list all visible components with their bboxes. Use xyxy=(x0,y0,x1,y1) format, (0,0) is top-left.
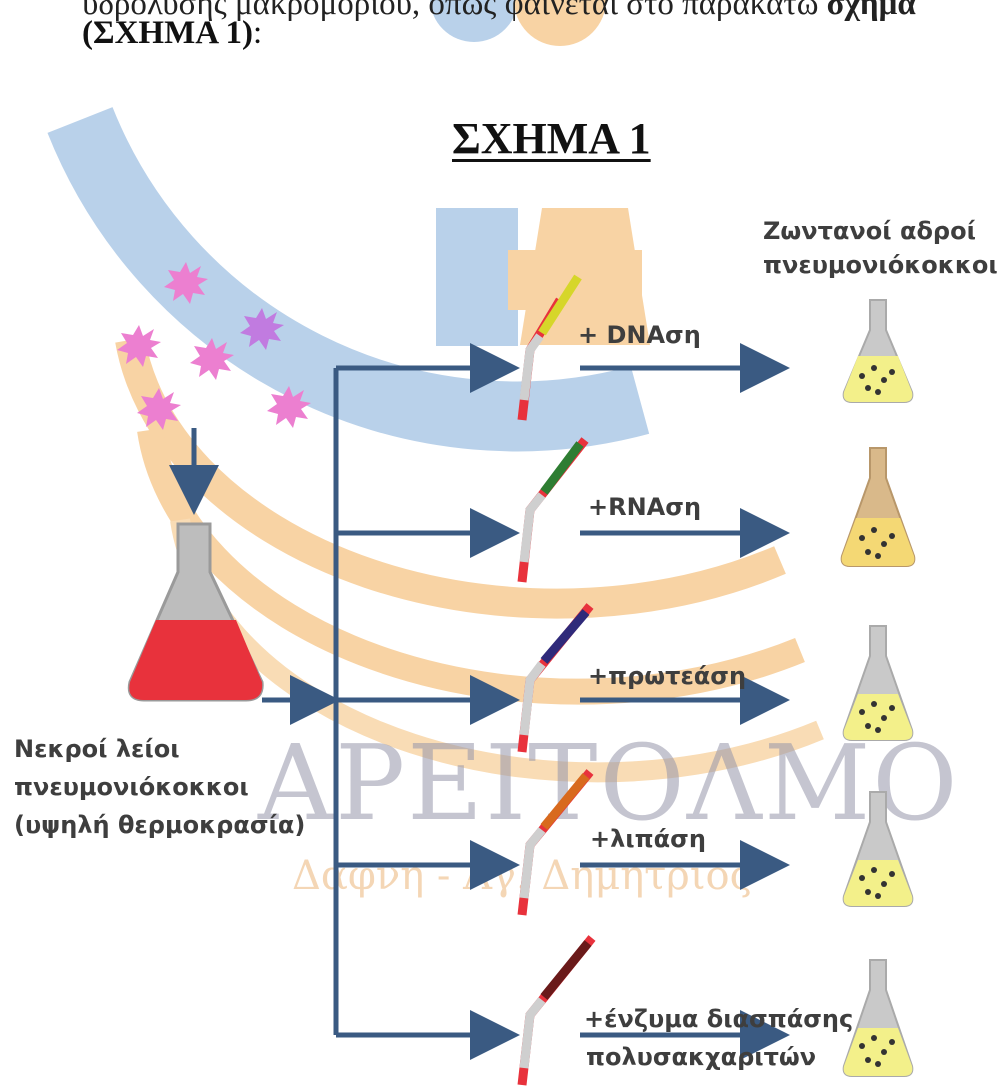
pipette-icon xyxy=(522,440,585,582)
treatment-label-polysaccharidase-line1: +ένζυμα διασπάσης xyxy=(584,1002,853,1036)
result-flask-icon xyxy=(844,626,913,740)
dead-smooth-label-line1: Νεκροί λείοι xyxy=(14,732,180,766)
heat-killed-flask-icon xyxy=(129,524,262,700)
pipette-icon xyxy=(522,938,592,1085)
result-flask-icon xyxy=(844,300,913,402)
treatment-label-polysaccharidase-line2: πολυσακχαριτών xyxy=(586,1040,816,1074)
bacteria-icon xyxy=(117,262,311,430)
result-arrows xyxy=(580,368,780,1035)
treatment-label-protease: +πρωτεάση xyxy=(588,659,746,693)
live-rough-label-line2: πνευμονιόκοκκοι xyxy=(763,248,998,282)
branch-connectors xyxy=(262,368,510,1035)
result-flask-icon xyxy=(844,960,913,1076)
treatment-label-dnase: + DNAση xyxy=(578,318,701,352)
treatment-label-lipase: +λιπάση xyxy=(590,822,706,856)
dead-smooth-label-line3: (υψηλή θερμοκρασία) xyxy=(14,808,305,842)
pipette-icon xyxy=(522,277,578,420)
treatment-label-rnase: +RNAση xyxy=(588,490,701,524)
result-flask-icon xyxy=(842,448,915,566)
pipette-icon xyxy=(522,606,590,752)
pipette-icon xyxy=(522,772,590,915)
dead-smooth-label-line2: πνευμονιόκοκκοι xyxy=(14,770,249,804)
result-flask-icon xyxy=(844,792,913,906)
live-rough-label-line1: Ζωντανοί αδροί xyxy=(763,214,976,248)
